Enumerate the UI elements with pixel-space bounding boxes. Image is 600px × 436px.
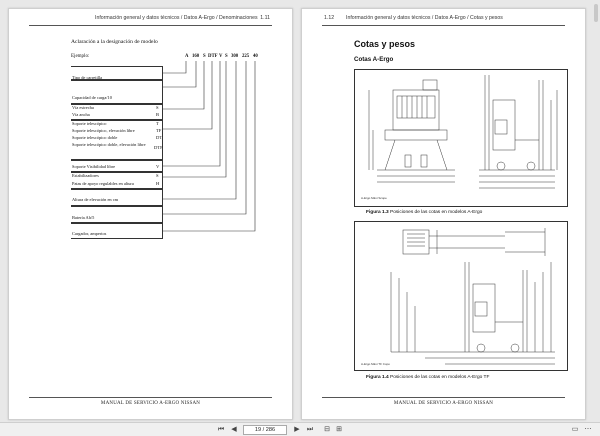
footer-text: MANUAL DE SERVICIO A-ERGO NISSAN: [100, 401, 201, 406]
right-page: 1.12 Información general y datos técnico…: [301, 8, 586, 420]
code-part: S: [225, 54, 228, 59]
row-value: DT: [156, 135, 163, 140]
footer-text: MANUAL DE SERVICIO A-ERGO NISSAN: [393, 401, 494, 406]
header-text: Información general y datos técnicos / D…: [346, 15, 503, 21]
page-number: 1.11: [260, 15, 270, 21]
connector: [163, 61, 205, 110]
page-footer: MANUAL DE SERVICIO A-ERGO NISSAN: [9, 397, 292, 411]
section-title: Aclaración a la designación de modelo: [71, 39, 158, 45]
row-label: Soporte telescópico doble: [72, 135, 118, 140]
row-value: B: [156, 112, 160, 117]
row-value: TF: [156, 128, 162, 133]
section-heading: Cotas y pesos: [354, 39, 416, 49]
row-label: Vía estrecha: [72, 105, 94, 110]
connector: [163, 61, 237, 200]
connector: [163, 61, 187, 74]
footer-rule: [322, 397, 565, 398]
figure-1-number: Figura 1.3: [366, 210, 389, 215]
footer-rule: [29, 397, 272, 398]
fit-page-icon[interactable]: ▭: [571, 426, 579, 433]
row-label: Soporte Visibilidad libre: [72, 164, 116, 169]
connector: [163, 61, 227, 178]
header-rule: [322, 25, 565, 26]
figure-2-drawing: [390, 228, 555, 365]
last-page-icon[interactable]: ⏭: [306, 426, 314, 433]
more-options-icon[interactable]: ⋯: [584, 426, 592, 433]
row-label: Tipo de carretilla: [72, 75, 103, 80]
viewer-toolbar: ⏮ ◀ 19 / 286 ▶ ⏭ ⊟ ⊞ ▭ ⋯: [0, 422, 600, 436]
figure-2-number: Figura 1.4: [366, 375, 389, 380]
zoom-in-icon[interactable]: ⊞: [336, 426, 342, 433]
left-page: Información general y datos técnicos / D…: [8, 8, 293, 420]
row-value: V: [156, 164, 160, 169]
page-header: Información general y datos técnicos / D…: [9, 15, 292, 27]
row-box: [71, 160, 163, 172]
row-value: H: [156, 181, 160, 186]
connector: [163, 61, 247, 215]
figure-1-drawing: [368, 75, 558, 189]
header-rule: [29, 25, 272, 26]
row-box: [71, 80, 163, 104]
figure-1-frame: A-Ergo Máxi Scope: [354, 69, 568, 207]
page-footer: MANUAL DE SERVICIO A-ERGO NISSAN: [302, 397, 585, 411]
row-label: Soporte telescópico doble, elevación lib…: [72, 142, 146, 147]
row-box: [71, 66, 163, 80]
connector-lines: [163, 61, 256, 232]
connector: [163, 61, 256, 232]
row-label: Estabilizadores: [72, 173, 99, 178]
row-label: Patas de apoyo regulables en altura: [72, 181, 134, 186]
figure-2-label: A-Ergo Máxi TF Copo: [361, 362, 390, 366]
row-label: Capacidad de carga/10: [72, 95, 112, 100]
first-page-icon[interactable]: ⏮: [217, 426, 225, 433]
example-label: Ejemplo:: [71, 54, 90, 59]
row-value: T: [156, 121, 159, 126]
row-label: Soporte telescópico, elevación libre: [72, 128, 135, 133]
code-part: A: [185, 54, 189, 59]
connector: [163, 61, 197, 88]
row-box: [71, 120, 163, 160]
row-box: [71, 189, 163, 206]
row-box: [71, 206, 163, 223]
figure-2-caption-text: Posiciones de las cotas en modelos A-Erg…: [390, 375, 490, 380]
row-value: S: [156, 105, 159, 110]
connector: [163, 61, 213, 130]
vertical-scrollbar[interactable]: [594, 4, 598, 22]
row-value: S: [156, 173, 159, 178]
code-part: V: [219, 54, 223, 59]
row-box: [71, 104, 163, 120]
row-label: Soporte telescópico: [72, 121, 107, 126]
connector: [163, 61, 221, 167]
page-indicator[interactable]: 19 / 286: [243, 425, 287, 435]
figure-2-caption: Figura 1.4 Posiciones de las cotas en mo…: [366, 375, 489, 380]
page-number: 1.12: [324, 15, 335, 21]
code-part: 225: [242, 54, 250, 59]
zoom-out-icon[interactable]: ⊟: [324, 426, 330, 433]
row-label: Batería Ah/5: [72, 215, 95, 220]
row-box: [71, 172, 163, 189]
header-text: Información general y datos técnicos / D…: [95, 15, 258, 21]
row-box: [71, 223, 163, 239]
code-part: 160: [192, 54, 200, 59]
code-part: S: [203, 54, 206, 59]
row-label: Cargador, amperios: [72, 231, 107, 236]
row-label: Vía ancha: [72, 112, 90, 117]
figure-1-caption-text: Posiciones de las cotas en modelos A-Erg…: [390, 210, 483, 215]
figure-1-caption: Figura 1.3 Posiciones de las cotas en mo…: [366, 210, 482, 215]
page-header: 1.12 Información general y datos técnico…: [302, 15, 585, 27]
row-value: DTF: [154, 145, 163, 150]
prev-page-icon[interactable]: ◀: [231, 426, 237, 433]
code-part: 300: [231, 54, 239, 59]
figure-1-label: A-Ergo Máxi Scope: [361, 196, 387, 200]
code-part: DTF: [208, 54, 218, 59]
row-label: Altura de elevación en cm: [72, 197, 119, 202]
next-page-icon[interactable]: ▶: [294, 426, 300, 433]
section-subheading: Cotas A-Ergo: [354, 56, 394, 63]
code-part: 40: [253, 54, 258, 59]
figure-2-frame: A-Ergo Máxi TF Copo: [354, 221, 568, 371]
